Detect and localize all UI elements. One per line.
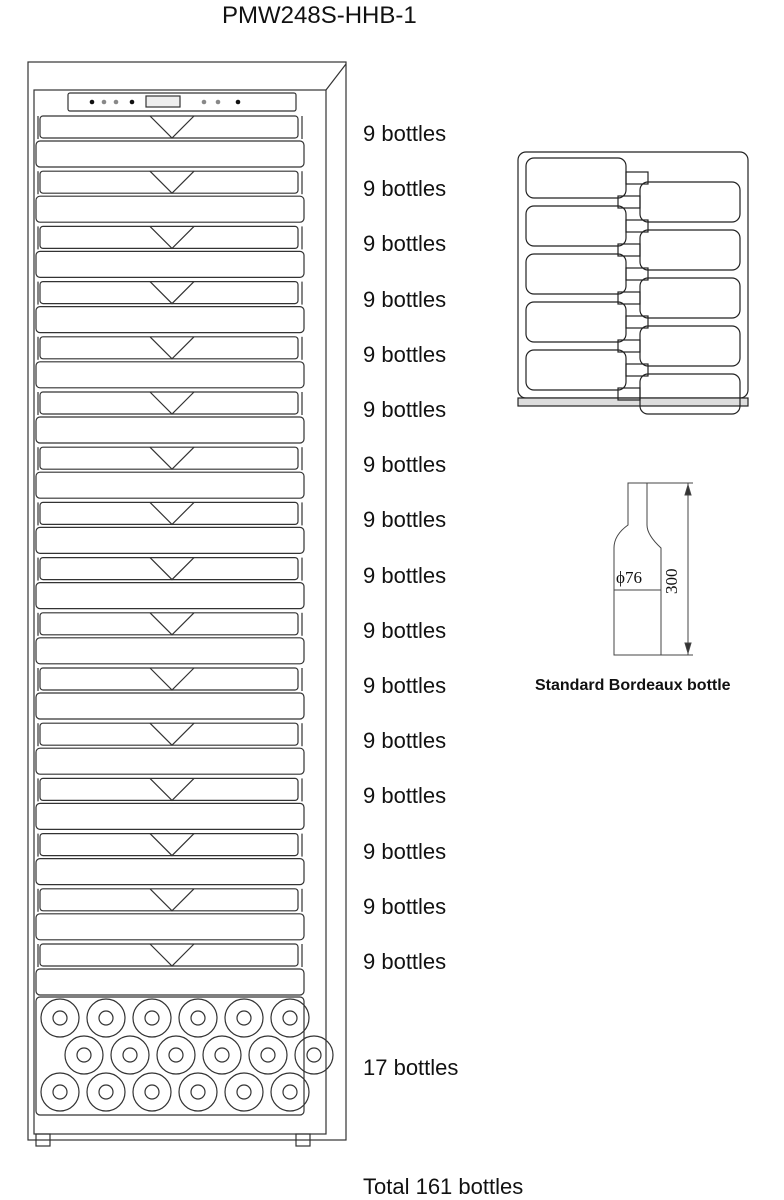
temperature-display: [145, 95, 181, 108]
shelf-side-view: [517, 151, 749, 415]
control-button-icon: [215, 99, 221, 105]
shelf: [35, 612, 305, 665]
bottle-base-icon: [270, 1072, 310, 1112]
shelf-capacity-label: 9 bottles: [363, 949, 447, 974]
shelf: [35, 556, 305, 610]
bottle-base-icon: [40, 998, 80, 1038]
shelf-capacity-label: 9 bottles: [363, 728, 447, 754]
shelf-capacity-label: 9 bottles: [363, 176, 447, 202]
shelf: [35, 391, 305, 444]
control-button-icon: [113, 99, 119, 105]
total-capacity: Total 161 bottles: [363, 1174, 524, 1199]
shelf-capacity-label: 9 bottles: [363, 783, 447, 809]
bottle-base-icon: [178, 1072, 218, 1112]
shelf-capacity-label: 9 bottles: [363, 893, 447, 919]
control-button-icon: [201, 99, 207, 105]
shelf-capacity-label: 9 bottles: [363, 562, 447, 588]
shelf: [35, 446, 305, 499]
shelf-capacity-label: 9 bottles: [363, 286, 447, 312]
bordeaux-bottle-icon: [613, 482, 693, 656]
bottle-base-icon: [270, 998, 310, 1038]
cabinet-front: [27, 61, 347, 1147]
control-button-icon: [89, 99, 95, 105]
bottle-base-icon: [86, 998, 126, 1038]
shelf-capacity-label: 9 bottles: [363, 121, 447, 146]
shelf: [35, 777, 305, 831]
shelf-capacity-label: 9 bottles: [363, 838, 447, 864]
control-button-icon: [101, 99, 107, 105]
shelf: [35, 722, 305, 775]
bottle-base-icon: [40, 1072, 80, 1112]
shelf-capacity-label: 9 bottles: [363, 341, 447, 367]
shelf-capacity-label: 9 bottles: [363, 452, 447, 478]
shelf: [35, 501, 305, 555]
bottle-base-icon: [64, 1035, 104, 1075]
bottle-diameter: ϕ76: [616, 568, 642, 587]
control-button-icon: [129, 99, 135, 105]
shelf-capacity-label: 9 bottles: [363, 673, 447, 698]
shelf-capacity-label: 9 bottles: [363, 397, 447, 422]
model-title: PMW248S-HHB-1: [222, 2, 417, 29]
bottle-height: 300: [662, 568, 681, 595]
shelf: [35, 888, 305, 941]
shelf: [35, 943, 305, 996]
bottle-base-icon: [86, 1072, 126, 1112]
shelf: [35, 170, 305, 223]
shelf-capacity-label: 9 bottles: [363, 507, 447, 533]
shelf: [35, 115, 305, 168]
shelf-capacity-label: 9 bottles: [363, 231, 447, 257]
bottle-base-icon: [178, 998, 218, 1038]
bottle-base-icon: [248, 1035, 288, 1075]
control-panel: [67, 92, 297, 112]
bottle-caption: Standard Bordeaux bottle: [535, 677, 731, 694]
control-button-icon: [235, 99, 241, 105]
bottle-base-icon: [294, 1035, 334, 1075]
shelf: [35, 281, 305, 334]
cabinet-frame: [27, 61, 347, 1141]
shelf: [35, 225, 305, 278]
bottom-rack: [35, 996, 305, 1116]
shelf: [35, 336, 305, 389]
bottle-base-icon: [110, 1035, 150, 1075]
bottle-base-icon: [224, 998, 264, 1038]
shelf: [35, 832, 305, 886]
foot-left: [35, 1133, 51, 1147]
bottle-base-icon: [132, 1072, 172, 1112]
bottom-rack-capacity: 17 bottles: [363, 1055, 459, 1080]
shelf-capacity-label: 9 bottles: [363, 617, 447, 643]
shelf: [35, 667, 305, 720]
cabinet-inner: [33, 89, 327, 1135]
bottle-base-icon: [202, 1035, 242, 1075]
bottle-base-icon: [156, 1035, 196, 1075]
bottle-base-icon: [224, 1072, 264, 1112]
bottle-base-icon: [132, 998, 172, 1038]
foot-right: [295, 1133, 311, 1147]
